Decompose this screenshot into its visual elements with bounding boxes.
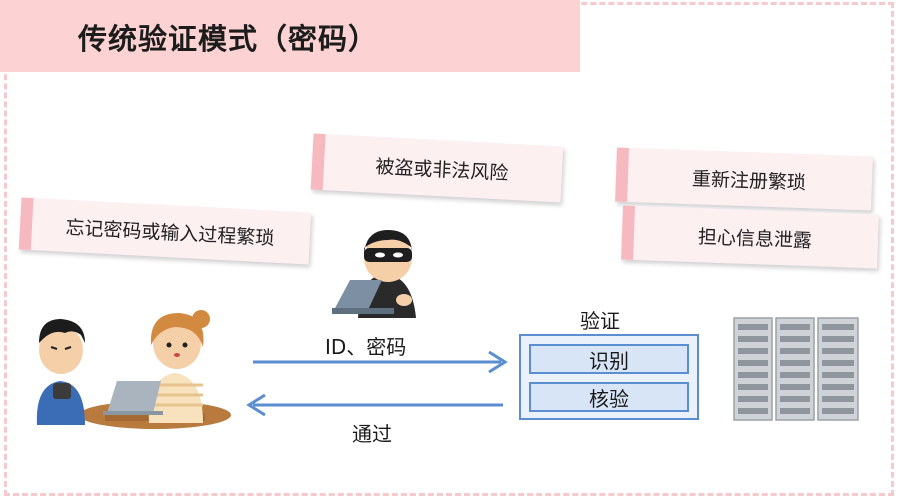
page-title: 传统验证模式（密码） [78, 22, 379, 56]
send-arrowhead [488, 350, 508, 374]
note-reregister: 重新注册繁琐 [615, 147, 873, 211]
note-stolen-text: 被盗或非法风险 [374, 155, 509, 185]
identify-box: 识别 [529, 344, 689, 374]
send-label: ID、密码 [325, 335, 407, 359]
return-label: 通过 [352, 422, 392, 446]
note-reregister-text: 重新注册繁琐 [691, 167, 807, 194]
note-leak-text: 担心信息泄露 [697, 225, 813, 252]
verify-title: 验证 [580, 309, 620, 333]
note-info-leak: 担心信息泄露 [621, 205, 879, 269]
title-band: 传统验证模式（密码） [0, 0, 580, 72]
check-box: 核验 [529, 382, 689, 412]
users-illustration [36, 310, 231, 429]
note-forget-text: 忘记密码或输入过程繁琐 [64, 216, 275, 250]
return-arrowhead [246, 393, 266, 417]
flow-arrows [246, 350, 508, 417]
server-icon [733, 317, 859, 421]
hacker-illustration [332, 230, 416, 318]
verify-box: 识别 核验 [519, 334, 699, 420]
